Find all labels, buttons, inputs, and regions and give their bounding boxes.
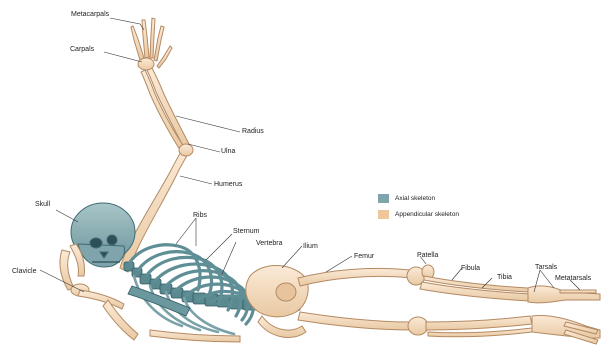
femur-bone <box>298 268 412 286</box>
label-carpals: Carpals <box>70 46 94 53</box>
radius-bone <box>147 68 190 148</box>
pelvis <box>246 266 308 338</box>
label-vertebra: Vertebra <box>256 240 282 247</box>
label-patella: Patella <box>417 252 438 259</box>
label-radius: Radius <box>242 128 264 135</box>
legend-item-appendicular: Appendicular skeleton <box>378 210 459 219</box>
legend-label-appendicular: Appendicular skeleton <box>395 211 459 218</box>
clavicle-bone <box>78 290 124 309</box>
label-tibia: Tibia <box>497 274 512 281</box>
label-tarsals: Tarsals <box>535 264 557 271</box>
legend-swatch-axial <box>378 194 389 203</box>
label-metatarsals: Metatarsals <box>555 275 591 282</box>
label-fibula: Fibula <box>461 265 480 272</box>
ulna-bone <box>141 70 185 150</box>
label-ilium: Ilium <box>303 243 318 250</box>
label-metacarpals: Metacarpals <box>71 11 109 18</box>
legend-swatch-appendicular <box>378 210 389 219</box>
label-sternum: Sternum <box>233 228 259 235</box>
label-humerus: Humerus <box>214 181 242 188</box>
legend-label-axial: Axial skeleton <box>395 195 435 202</box>
label-femur: Femur <box>354 253 374 260</box>
label-clavicle: Clavicle <box>12 268 37 275</box>
legend-item-axial: Axial skeleton <box>378 194 435 203</box>
label-skull: Skull <box>35 201 50 208</box>
label-ulna: Ulna <box>221 148 235 155</box>
label-ribs: Ribs <box>193 212 207 219</box>
